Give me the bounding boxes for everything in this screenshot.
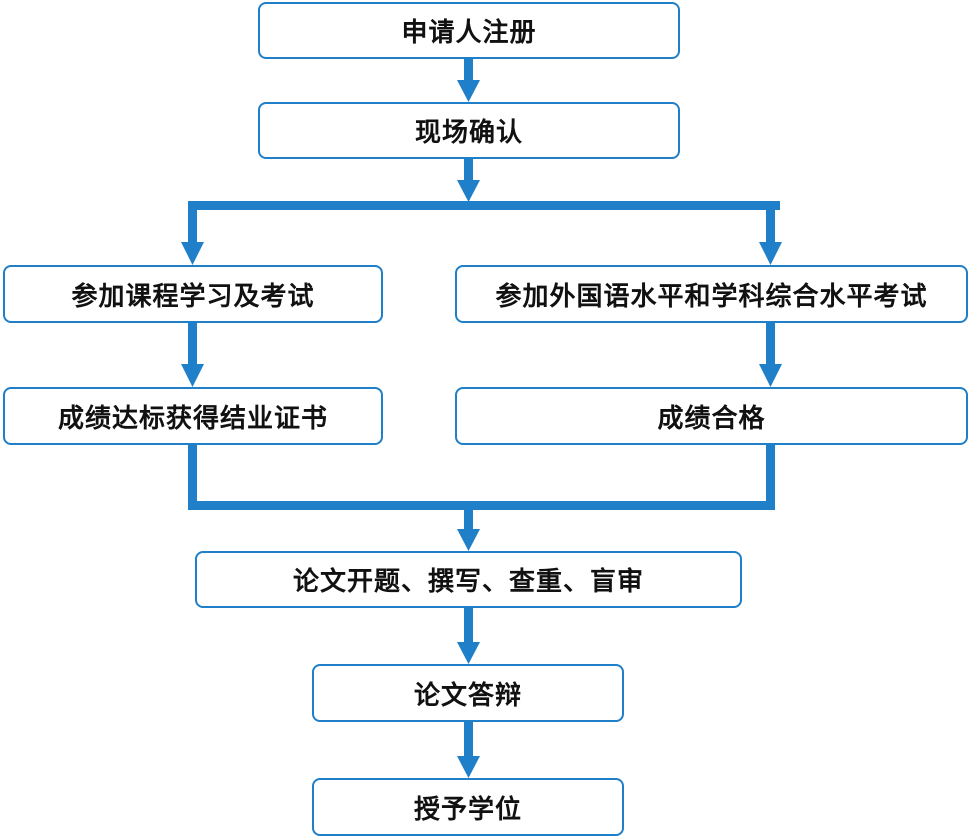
- step-defense-label: 论文答辩: [413, 680, 522, 711]
- connector-language-pass: [766, 323, 775, 365]
- step-pass: 成绩合格: [455, 387, 968, 445]
- step-thesis-process-label: 论文开题、撰写、查重、盲审: [292, 567, 644, 597]
- arrowhead-to-pass: [759, 364, 782, 387]
- step-language-exam: 参加外国语水平和学科综合水平考试: [455, 265, 968, 323]
- arrowhead-to-course-exam: [181, 242, 204, 265]
- connector-merge-thesis: [464, 501, 473, 531]
- arrowhead-to-split: [457, 180, 480, 202]
- step-register: 申请人注册: [258, 2, 680, 59]
- connector-split-bar: [188, 201, 780, 210]
- arrowhead-to-certificate: [181, 364, 204, 387]
- step-onsite-confirm: 现场确认: [258, 102, 680, 159]
- step-onsite-confirm-label: 现场确认: [414, 118, 523, 148]
- step-degree-label: 授予学位: [413, 794, 522, 825]
- step-language-exam-label: 参加外国语水平和学科综合水平考试: [495, 281, 928, 312]
- connector-thesis-defense: [464, 608, 473, 643]
- arrowhead-to-confirm: [457, 80, 480, 102]
- step-course-exam: 参加课程学习及考试: [3, 265, 383, 323]
- connector-register-confirm: [464, 59, 473, 82]
- arrowhead-to-thesis: [457, 529, 480, 551]
- step-thesis-process: 论文开题、撰写、查重、盲审: [195, 551, 742, 608]
- connector-split-left: [188, 201, 197, 244]
- connector-defense-degree: [464, 722, 473, 757]
- step-degree: 授予学位: [312, 778, 624, 836]
- connector-merge-right: [766, 445, 775, 510]
- step-pass-label: 成绩合格: [657, 403, 766, 434]
- step-certificate-label: 成绩达标获得结业证书: [57, 403, 328, 434]
- step-course-exam-label: 参加课程学习及考试: [71, 281, 315, 312]
- arrowhead-to-defense: [457, 642, 480, 664]
- step-register-label: 申请人注册: [401, 18, 537, 48]
- connector-merge-left: [188, 445, 197, 510]
- connector-course-certificate: [188, 323, 197, 365]
- connector-confirm-split: [464, 159, 473, 182]
- arrowhead-to-degree: [457, 756, 480, 778]
- step-certificate: 成绩达标获得结业证书: [3, 387, 383, 445]
- step-defense: 论文答辩: [312, 664, 624, 722]
- connector-merge-bar: [188, 501, 775, 510]
- arrowhead-to-language-exam: [759, 242, 782, 265]
- connector-split-right: [766, 201, 775, 244]
